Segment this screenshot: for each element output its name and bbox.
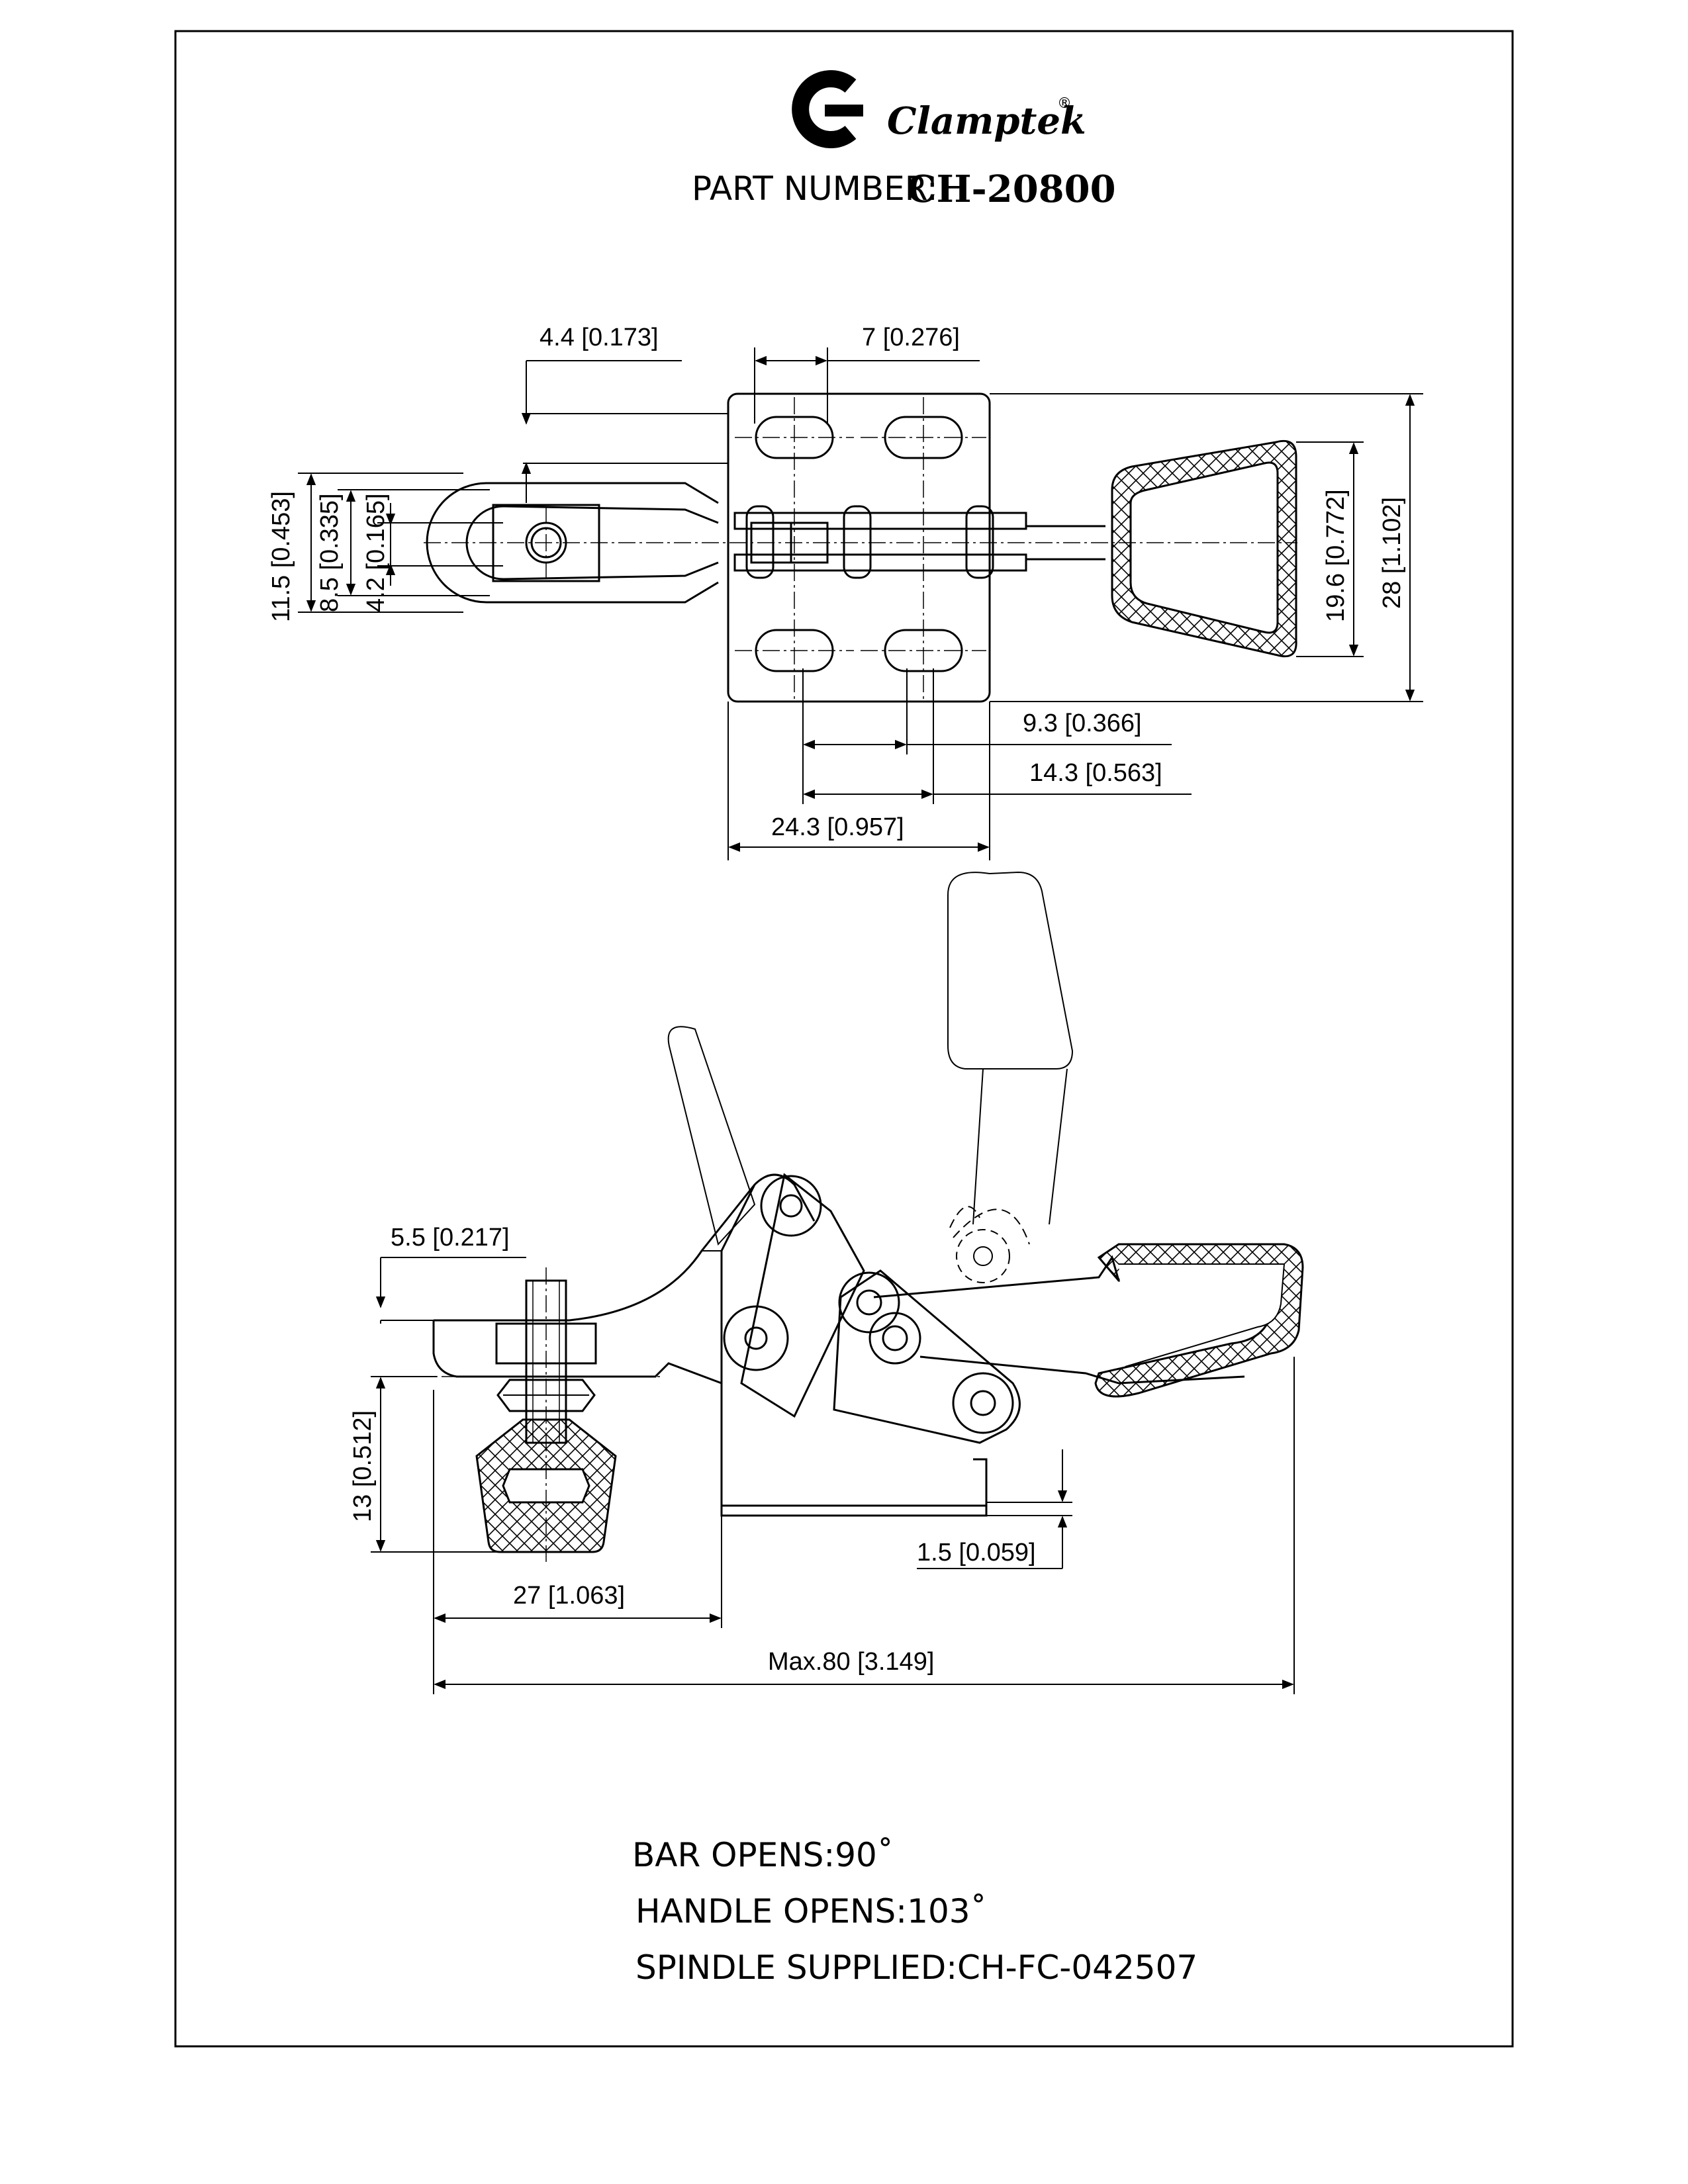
brand-logo-mark bbox=[792, 70, 863, 148]
upper-nut bbox=[496, 1379, 596, 1412]
base-plate bbox=[727, 392, 991, 703]
dim-24-3: 24.3 [0.957] bbox=[771, 813, 904, 841]
brand-logo: Clamptek ® bbox=[792, 70, 1086, 148]
handle-open-phantom bbox=[947, 871, 1074, 1069]
pivot-middle bbox=[838, 1271, 900, 1334]
side-view-dimensions bbox=[371, 1257, 1295, 1694]
dim-9-3: 9.3 [0.366] bbox=[1023, 709, 1142, 737]
mounting-slots bbox=[755, 416, 963, 672]
dim-28: 28 [1.102] bbox=[1378, 497, 1406, 609]
registered-mark: ® bbox=[1057, 95, 1072, 112]
pivot-left bbox=[723, 1305, 789, 1371]
brand-name: Clamptek bbox=[887, 99, 1086, 143]
dim-27: 27 [1.063] bbox=[513, 1582, 625, 1610]
top-view bbox=[424, 392, 1297, 703]
base-plate-side bbox=[720, 1504, 988, 1517]
dim-max-80: Max.80 [3.149] bbox=[768, 1648, 934, 1676]
top-view-dimensions bbox=[298, 347, 1423, 860]
bar-open-phantom bbox=[667, 1026, 756, 1246]
dim-4-4: 4.4 [0.173] bbox=[539, 324, 659, 351]
main-link bbox=[833, 1269, 1021, 1444]
pivot-handle bbox=[952, 1372, 1014, 1434]
part-number-label: PART NUMBER: bbox=[692, 169, 938, 208]
dim-13: 13 [0.512] bbox=[349, 1410, 377, 1522]
side-view bbox=[414, 871, 1304, 1562]
dim-8-5: 8.5 [0.335] bbox=[316, 493, 344, 612]
upper-link bbox=[740, 1173, 865, 1418]
dim-1-5: 1.5 [0.059] bbox=[917, 1539, 1036, 1567]
dim-11-5: 11.5 [0.453] bbox=[267, 491, 295, 622]
dim-19-6: 19.6 [0.772] bbox=[1322, 489, 1350, 622]
sheet-border bbox=[174, 30, 1514, 2048]
dim-7: 7 [0.276] bbox=[862, 324, 960, 351]
note-bar-opens: BAR OPENS:90˚ bbox=[632, 1836, 894, 1874]
part-number-value: CH-20800 bbox=[907, 167, 1116, 211]
dim-5-5: 5.5 [0.217] bbox=[391, 1224, 510, 1251]
note-handle-opens: HANDLE OPENS:103˚ bbox=[635, 1892, 987, 1931]
dim-4-2: 4.2 [0.165] bbox=[362, 493, 390, 612]
pivot-top bbox=[760, 1175, 822, 1237]
note-spindle: SPINDLE SUPPLIED:CH-FC-042507 bbox=[635, 1948, 1197, 1987]
dim-14-3: 14.3 [0.563] bbox=[1029, 759, 1162, 787]
clamp-bar bbox=[432, 1173, 816, 1385]
